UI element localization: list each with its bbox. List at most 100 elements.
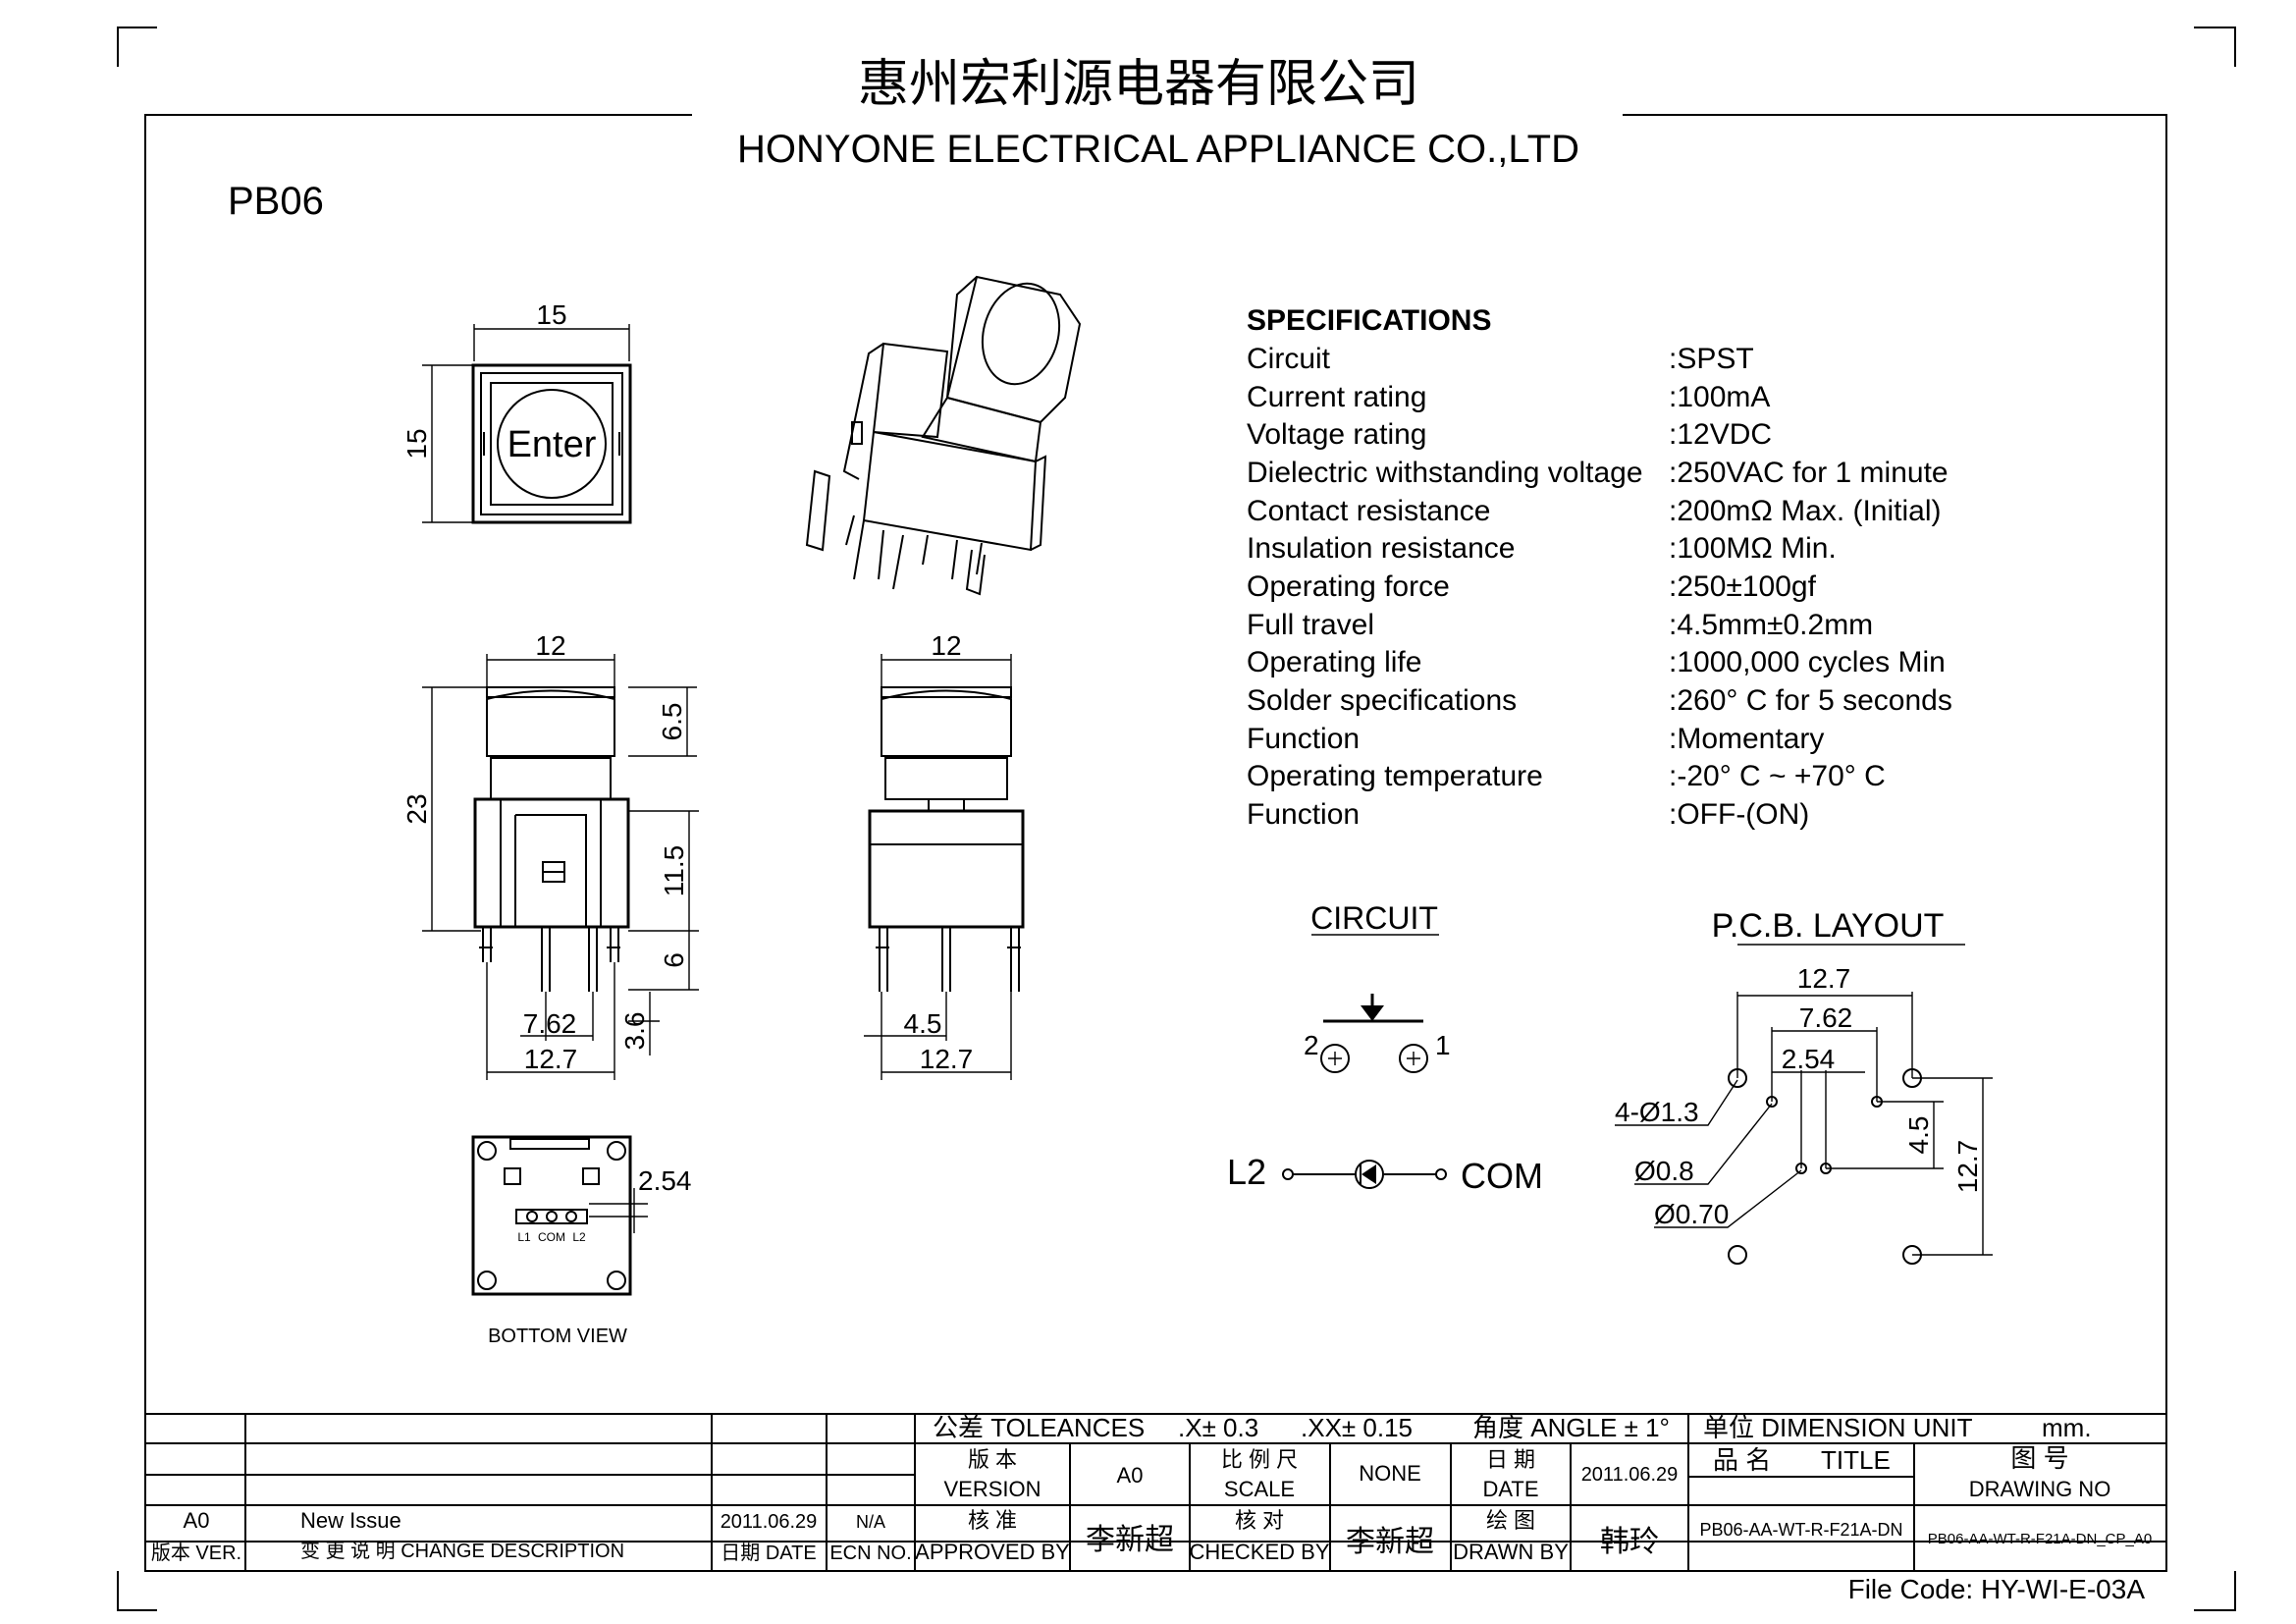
drawno-value: PB06-AA-WT-R-F21A-DN_CP_A0 (1928, 1531, 2152, 1547)
bottom-view: L1 COM L2 2.54 BOTTOM VIEW (471, 1135, 692, 1347)
tol-1: .X± 0.3 (1178, 1413, 1258, 1442)
spec-key-4: Contact resistance (1247, 495, 1490, 527)
spec-key-7: Full travel (1247, 609, 1374, 641)
bottom-view-label: BOTTOM VIEW (488, 1326, 627, 1347)
spec-val-1: :100mA (1669, 381, 1770, 413)
dim-end-pin: 4.5 (904, 1008, 942, 1039)
bottom-label-l1: L1 (517, 1230, 531, 1244)
specifications: SPECIFICATIONS Circuit :SPST Current rat… (1247, 304, 1952, 831)
scale-cn: 比 例 尺 (1221, 1447, 1298, 1472)
dim-end-width: 12 (931, 630, 961, 661)
rev-value: A0 (184, 1508, 210, 1533)
spec-rows: Circuit :SPST Current rating :100mA Volt… (1247, 343, 1952, 831)
drawn-en: DRAWN BY (1453, 1540, 1569, 1564)
version-value: A0 (1117, 1463, 1144, 1488)
spec-key-12: Function (1247, 798, 1360, 831)
spec-val-4: :200mΩ Max. (Initial) (1669, 495, 1942, 527)
bottom-label-l2: L2 (572, 1230, 586, 1244)
hdr-ecn: ECN NO. (829, 1543, 911, 1564)
spec-val-12: :OFF-(ON) (1669, 798, 1809, 831)
pcb-hole-07: Ø0.70 (1654, 1199, 1729, 1229)
company-name-en: HONYONE ELECTRICAL APPLIANCE CO.,LTD (737, 128, 1579, 171)
spec-val-2: :12VDC (1669, 418, 1772, 451)
pcb-title: P.C.B. LAYOUT (1712, 907, 1945, 945)
dim-side-total: 23 (401, 793, 432, 824)
dim-top-width: 15 (536, 299, 566, 330)
date-cn: 日 期 (1486, 1447, 1535, 1472)
title-en: TITLE (1821, 1445, 1891, 1475)
spec-val-9: :260° C for 5 seconds (1669, 684, 1952, 717)
approved-en: APPROVED BY (915, 1540, 1070, 1564)
spec-heading: SPECIFICATIONS (1247, 304, 1491, 337)
pcb-dim-45: 4.5 (1903, 1116, 1934, 1155)
spec-key-0: Circuit (1247, 343, 1331, 375)
spec-key-6: Operating force (1247, 570, 1450, 603)
title-block: 公差 TOLEANCES .X± 0.3 .XX± 0.15 角度 ANGLE … (144, 1413, 2167, 1572)
spec-key-8: Operating life (1247, 646, 1421, 678)
spec-val-5: :100MΩ Min. (1669, 532, 1837, 565)
circuit-com: COM (1461, 1156, 1543, 1196)
bottom-label-com: COM (538, 1230, 565, 1244)
drawn-cn: 绘 图 (1486, 1508, 1535, 1533)
spec-key-10: Function (1247, 723, 1360, 755)
checked-value: 李新超 (1346, 1526, 1434, 1558)
spec-val-0: :SPST (1669, 343, 1754, 375)
circuit-title: CIRCUIT (1310, 900, 1438, 936)
spec-key-9: Solder specifications (1247, 684, 1517, 717)
side-view: 12 23 6.5 11.5 6 3.6 7.62 12.7 (401, 630, 699, 1080)
circuit-l2: L2 (1227, 1152, 1266, 1192)
hdr-ver: 版本 VER. (151, 1542, 241, 1564)
dim-side-width: 12 (535, 630, 565, 661)
dim-end-base: 12.7 (920, 1044, 974, 1074)
unit-label: 单位 DIMENSION UNIT (1703, 1413, 1973, 1442)
checked-en: CHECKED BY (1189, 1540, 1329, 1564)
checked-cn: 核 对 (1235, 1508, 1284, 1533)
pcb-dim-762: 7.62 (1799, 1002, 1853, 1033)
drawn-value: 韩玲 (1600, 1526, 1659, 1558)
tol-2: .XX± 0.15 (1301, 1413, 1413, 1442)
spec-val-8: :1000,000 cycles Min (1669, 646, 1946, 678)
tol-label: 公差 TOLEANCES (933, 1413, 1145, 1442)
dim-pin-height: 6 (659, 952, 689, 968)
dim-pin-base: 12.7 (524, 1044, 578, 1074)
date-value: 2011.06.29 (1581, 1464, 1679, 1486)
title-value: PB06-AA-WT-R-F21A-DN (1699, 1520, 1902, 1540)
top-view: 15 15 Enter (401, 299, 632, 524)
pcb-dim-127: 12.7 (1797, 963, 1851, 994)
hdr-date: 日期 DATE (721, 1543, 816, 1564)
rev-desc: New Issue (300, 1508, 401, 1533)
dim-body-height: 11.5 (659, 845, 689, 896)
spec-key-11: Operating temperature (1247, 760, 1543, 792)
frame-border (144, 114, 2167, 1543)
circuit-pin1: 1 (1435, 1030, 1451, 1060)
end-view: 12 4.5 12.7 (864, 630, 1025, 1080)
angle-label: 角度 ANGLE ± 1° (1472, 1413, 1670, 1442)
corner-marks (117, 27, 2236, 1611)
rev-ecn: N/A (856, 1512, 885, 1532)
pcb-dim-254: 2.54 (1782, 1044, 1836, 1074)
pcb-hole-08: Ø0.8 (1634, 1156, 1694, 1186)
spec-key-5: Insulation resistance (1247, 532, 1516, 565)
company-name-cn: 惠州宏利源电器有限公司 (858, 56, 1419, 113)
version-cn: 版 本 (968, 1447, 1017, 1472)
dim-cap-height: 6.5 (657, 703, 687, 741)
spec-key-2: Voltage rating (1247, 418, 1426, 451)
pcb-dim-127v: 12.7 (1952, 1140, 1983, 1194)
enter-label: Enter (507, 424, 597, 465)
approved-value: 李新超 (1086, 1524, 1174, 1556)
spec-key-3: Dielectric withstanding voltage (1247, 457, 1643, 489)
circuit-pin2: 2 (1304, 1030, 1319, 1060)
spec-val-7: :4.5mm±0.2mm (1669, 609, 1873, 641)
spec-key-1: Current rating (1247, 381, 1426, 413)
approved-cn: 核 准 (968, 1508, 1017, 1533)
isometric-view (805, 275, 1082, 596)
pcb-hole-13: 4-Ø1.3 (1615, 1097, 1699, 1127)
title-cn: 品 名 (1713, 1445, 1771, 1475)
circuit-diagram: CIRCUIT 2 1 L2 COM (1227, 900, 1543, 1196)
date-en: DATE (1482, 1477, 1538, 1501)
dim-pin-spacing: 7.62 (523, 1008, 577, 1039)
dim-bottom-spacing: 2.54 (638, 1165, 692, 1196)
spec-val-11: :-20° C ~ +70° C (1669, 760, 1886, 792)
unit-value: mm. (2042, 1413, 2092, 1442)
dim-top-height: 15 (401, 428, 432, 459)
